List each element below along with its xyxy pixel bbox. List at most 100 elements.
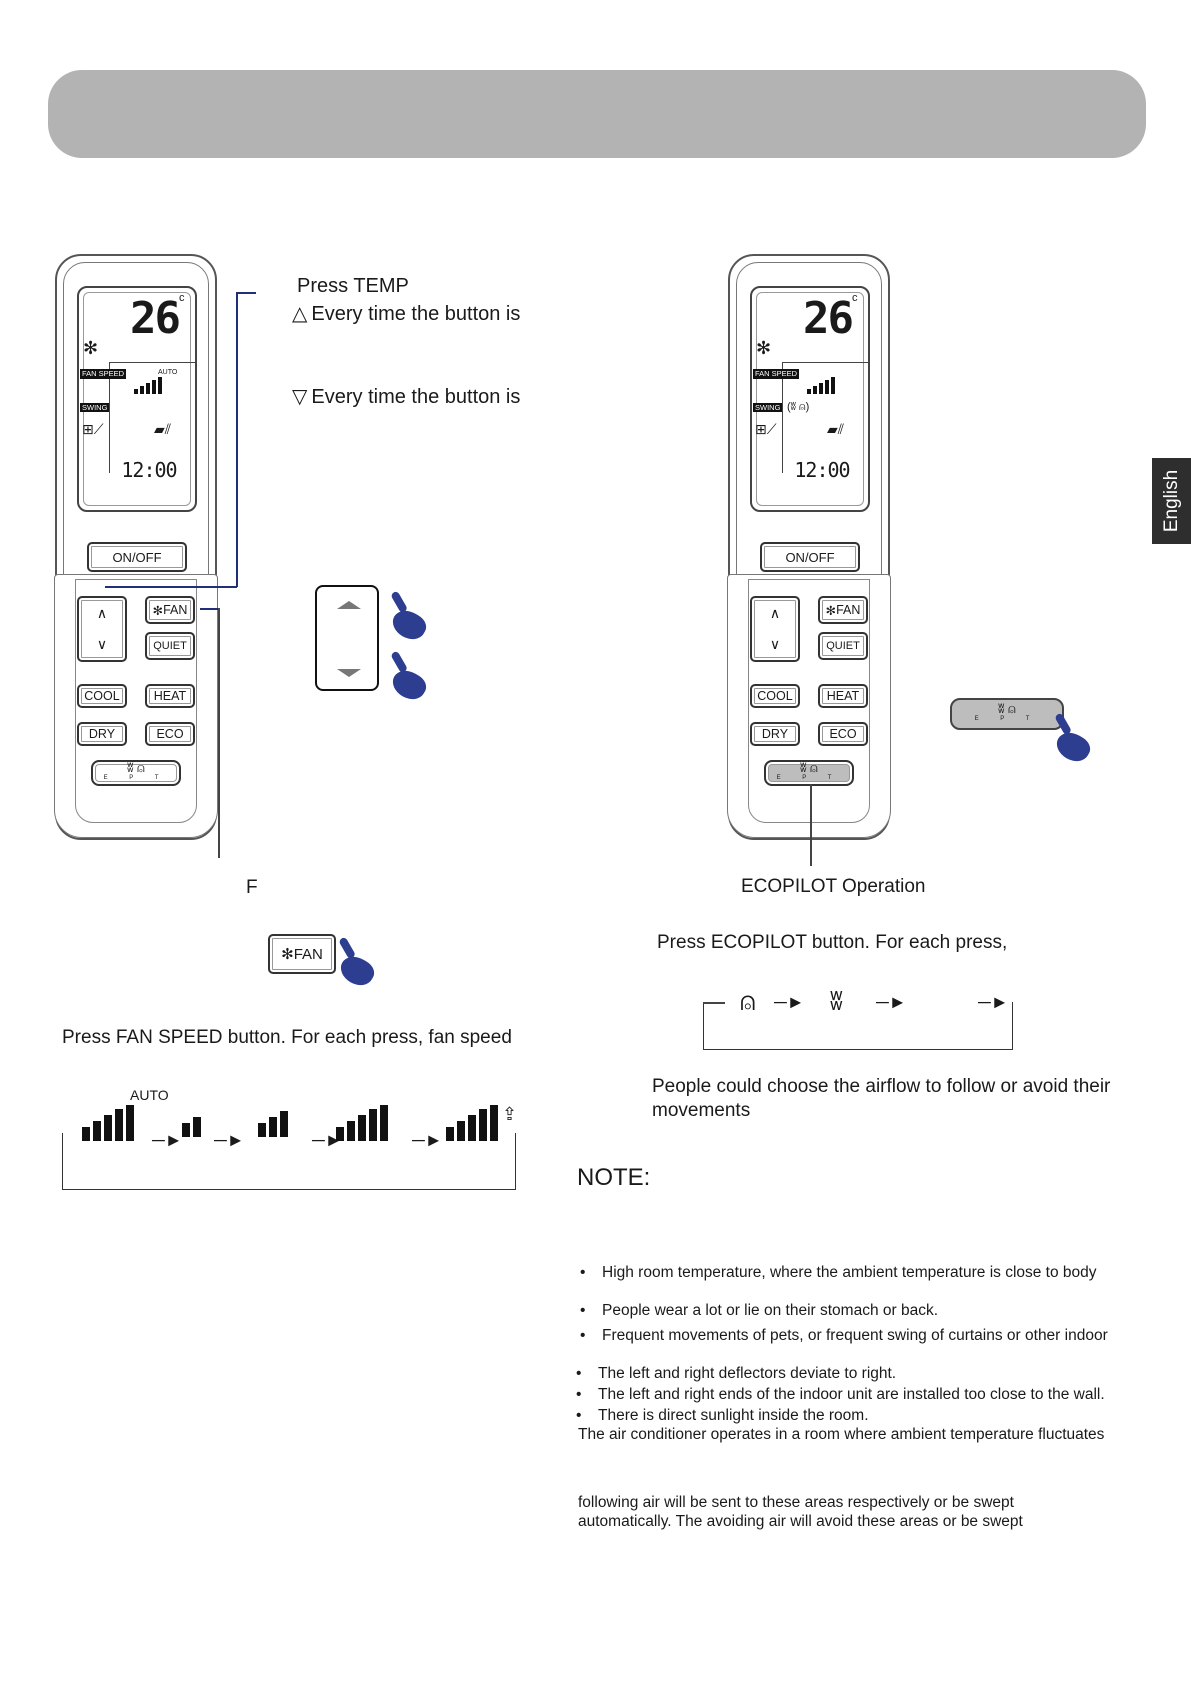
fan-icon: ✻ [825, 603, 837, 618]
eco-button[interactable]: ECO [145, 722, 195, 746]
lcd-swing-tag: SWING [80, 403, 110, 412]
pressing-hand-icon [387, 605, 431, 645]
pressing-hand-icon [1051, 727, 1095, 767]
chevron-down-icon: ∨ [769, 636, 781, 652]
temp-heading: Press TEMP [297, 275, 409, 297]
temp-up-down-button[interactable]: ∧ ∨ [750, 596, 800, 662]
arrow-right-icon: ─► [876, 992, 907, 1012]
triangle-up-icon: △ [292, 303, 308, 325]
quiet-button[interactable]: QUIET [818, 632, 868, 660]
note-bullet: The left and right deflectors deviate to… [576, 1364, 896, 1384]
fan-button[interactable]: ✻ FAN [818, 596, 868, 624]
heat-button[interactable]: HEAT [818, 684, 868, 708]
arrow-right-icon: ─► [774, 992, 805, 1012]
arrow-right-icon: ─► [978, 992, 1009, 1012]
ecopilot-indicator-icon: (ʬ ⍝) [787, 401, 810, 413]
ecopilot-heading: ECOPILOT Operation [741, 876, 926, 897]
temp-down-instruction: ▽Every time the button is [292, 386, 521, 408]
lcd-swing-tag: SWING [753, 403, 783, 412]
lcd-auto-label: AUTO [158, 369, 178, 376]
lcd-temperature: 26 [130, 293, 181, 344]
remote-display: 26 c ✻ FAN SPEED SWING (ʬ ⍝) ⊞⟋ ▰⫽ 12:00 [750, 286, 870, 512]
chevron-down-icon: ∨ [96, 636, 108, 652]
note-bullet: Frequent movements of pets, or frequent … [580, 1326, 1108, 1346]
snowflake-icon: ✻ [83, 338, 99, 358]
language-tab[interactable]: English [1152, 458, 1191, 544]
arrow-right-icon: ─► [312, 1130, 343, 1150]
fan-speed-auto-bars [82, 1105, 134, 1141]
eco-button[interactable]: ECO [818, 722, 868, 746]
fan-speed-sequence [62, 1133, 516, 1190]
following-line-1: following air will be sent to these area… [578, 1494, 1014, 1511]
ecopilot-sequence [703, 1002, 1013, 1050]
fan-speed-low-bars [182, 1117, 201, 1137]
lcd-fan-speed-tag: FAN SPEED [753, 369, 800, 379]
ecopilot-icon: ʬ ⍝ [127, 760, 145, 775]
temp-button-illustration [315, 585, 379, 691]
lcd-fan-bars [134, 377, 162, 394]
heat-button[interactable]: HEAT [145, 684, 195, 708]
ecopilot-icon: ʬ ⍝ [800, 760, 818, 775]
language-tab-label: English [1160, 469, 1182, 533]
fan-icon: ✻ [152, 603, 164, 618]
arrow-right-icon: ─► [214, 1130, 245, 1150]
lcd-clock: 12:00 [794, 458, 850, 482]
pressing-hand-icon [387, 665, 431, 705]
remote-display: 26 c ✻ FAN SPEED AUTO SWING ⊞⟋ ▰⫽ 12:00 [77, 286, 197, 512]
swing-vertical-icon: ⊞⟋ [82, 421, 104, 437]
fluctuates-line: The air conditioner operates in a room w… [578, 1426, 1105, 1443]
arrow-right-icon: ─► [152, 1130, 183, 1150]
cool-button[interactable]: COOL [77, 684, 127, 708]
ecopilot-button[interactable]: ʬ ⍝ E P T [91, 760, 181, 786]
ecopilot-button[interactable]: ʬ ⍝ E P T [764, 760, 854, 786]
cool-button[interactable]: COOL [750, 684, 800, 708]
lcd-temperature: 26 [803, 293, 854, 344]
ecopilot-instruction: Press ECOPILOT button. For each press, [657, 932, 1008, 953]
temp-up-down-button[interactable]: ∧ ∨ [77, 596, 127, 662]
remote-control-right: 26 c ✻ FAN SPEED SWING (ʬ ⍝) ⊞⟋ ▰⫽ 12:00… [727, 254, 891, 840]
lcd-unit: c [179, 292, 185, 304]
fan-speed-mid-bars [258, 1111, 288, 1137]
arrow-down-icon [337, 669, 361, 677]
note-bullet: There is direct sunlight inside the room… [576, 1406, 868, 1426]
dry-button[interactable]: DRY [77, 722, 127, 746]
chevron-up-icon: ∧ [96, 605, 108, 621]
arrow-right-icon: ─► [412, 1130, 443, 1150]
fan-button[interactable]: ✻ FAN [145, 596, 195, 624]
fan-instruction: Press FAN SPEED button. For each press, … [62, 1027, 512, 1048]
dry-button[interactable]: DRY [750, 722, 800, 746]
ecopilot-button-illustration: ʬ ⍝ E P T [950, 698, 1064, 730]
pressing-hand-icon [335, 951, 379, 991]
fan-icon: ✻ [281, 946, 294, 963]
chevron-up-icon: ∧ [769, 605, 781, 621]
snowflake-icon: ✻ [756, 338, 772, 358]
section-header-bar [48, 70, 1146, 158]
fan-speed-high-bars [336, 1105, 388, 1141]
swing-vertical-icon: ⊞⟋ [755, 421, 777, 437]
triangle-down-icon: ▽ [292, 386, 308, 408]
lcd-fan-bars [807, 377, 835, 394]
follow-person-icon: ⍝ [740, 986, 756, 1016]
on-off-button[interactable]: ON/OFF [760, 542, 860, 572]
turbo-icon: ⇪ [502, 1104, 518, 1124]
fan-sequence-auto-label: AUTO [130, 1087, 169, 1103]
fan-section-heading: F [246, 877, 258, 898]
following-line-2: automatically. The avoiding air will avo… [578, 1513, 1023, 1530]
note-bullet: High room temperature, where the ambient… [580, 1263, 1097, 1283]
arrow-up-icon [337, 601, 361, 609]
quiet-button[interactable]: QUIET [145, 632, 195, 660]
ecopilot-icon: ʬ ⍝ [998, 701, 1016, 716]
fan-speed-turbo-bars [446, 1105, 498, 1141]
lcd-fan-speed-tag: FAN SPEED [80, 369, 127, 379]
temp-up-instruction: △Every time the button is [292, 303, 521, 325]
remote-control-left: 26 c ✻ FAN SPEED AUTO SWING ⊞⟋ ▰⫽ 12:00 … [54, 254, 218, 840]
airflow-note: People could choose the airflow to follo… [652, 1076, 1111, 1121]
fan-button-illustration: ✻FAN [268, 934, 336, 974]
avoid-person-icon: ʬ [830, 986, 843, 1016]
lcd-unit: c [852, 292, 858, 304]
swing-horizontal-icon: ▰⫽ [154, 421, 172, 437]
note-title: NOTE: [577, 1164, 651, 1191]
on-off-button[interactable]: ON/OFF [87, 542, 187, 572]
note-bullet: People wear a lot or lie on their stomac… [580, 1301, 938, 1321]
note-bullet: The left and right ends of the indoor un… [576, 1385, 1105, 1405]
